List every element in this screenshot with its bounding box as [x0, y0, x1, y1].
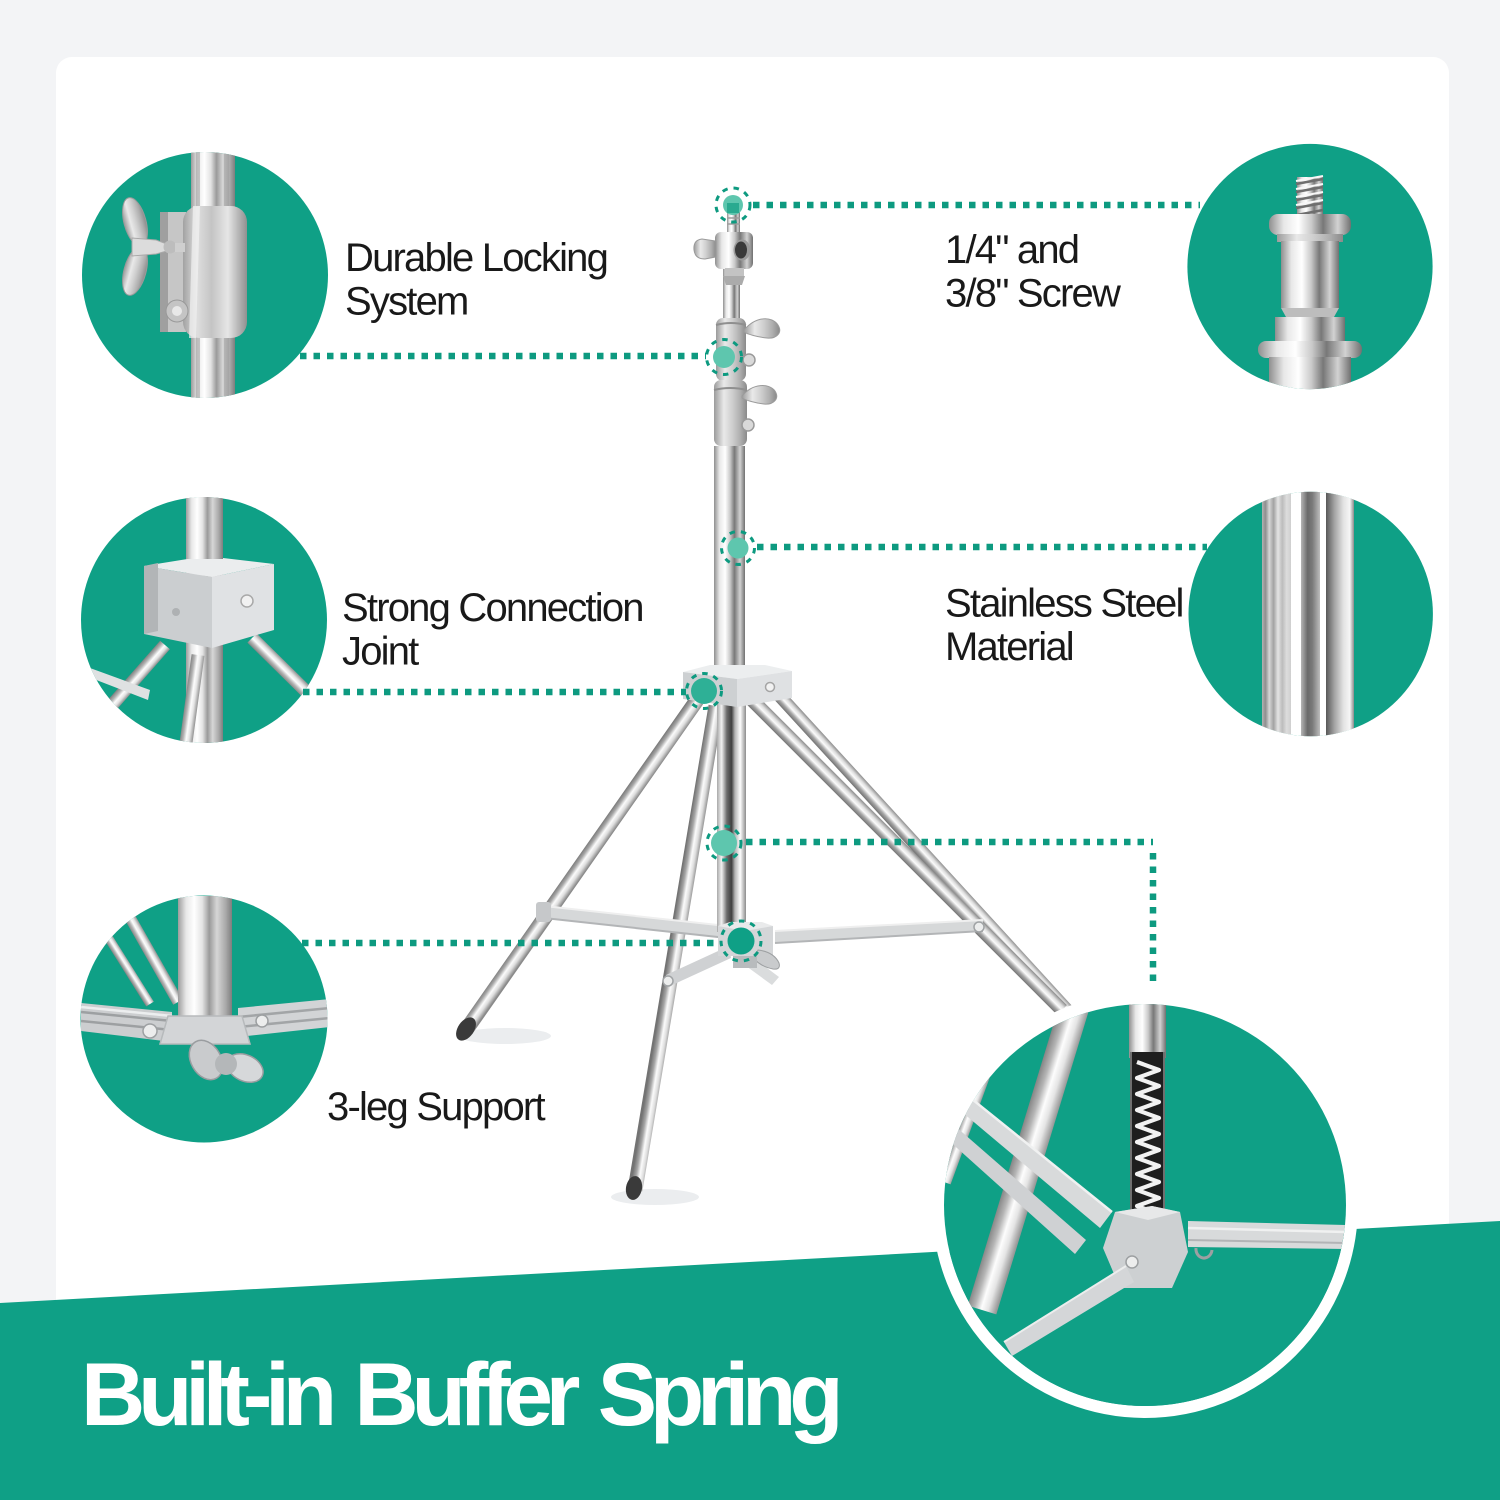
- svg-text:3-leg Support: 3-leg Support: [327, 1085, 545, 1129]
- svg-text:Joint: Joint: [342, 629, 419, 673]
- svg-text:Durable Locking: Durable Locking: [345, 236, 607, 280]
- svg-text:Material: Material: [945, 625, 1073, 669]
- svg-text:Stainless Steel: Stainless Steel: [945, 582, 1183, 626]
- svg-text:1/4" and: 1/4" and: [945, 228, 1078, 272]
- svg-text:3/8" Screw: 3/8" Screw: [945, 271, 1121, 315]
- svg-text:Built-in Buffer Spring: Built-in Buffer Spring: [81, 1344, 838, 1444]
- svg-text:System: System: [345, 279, 468, 323]
- svg-text:Strong Connection: Strong Connection: [342, 586, 643, 630]
